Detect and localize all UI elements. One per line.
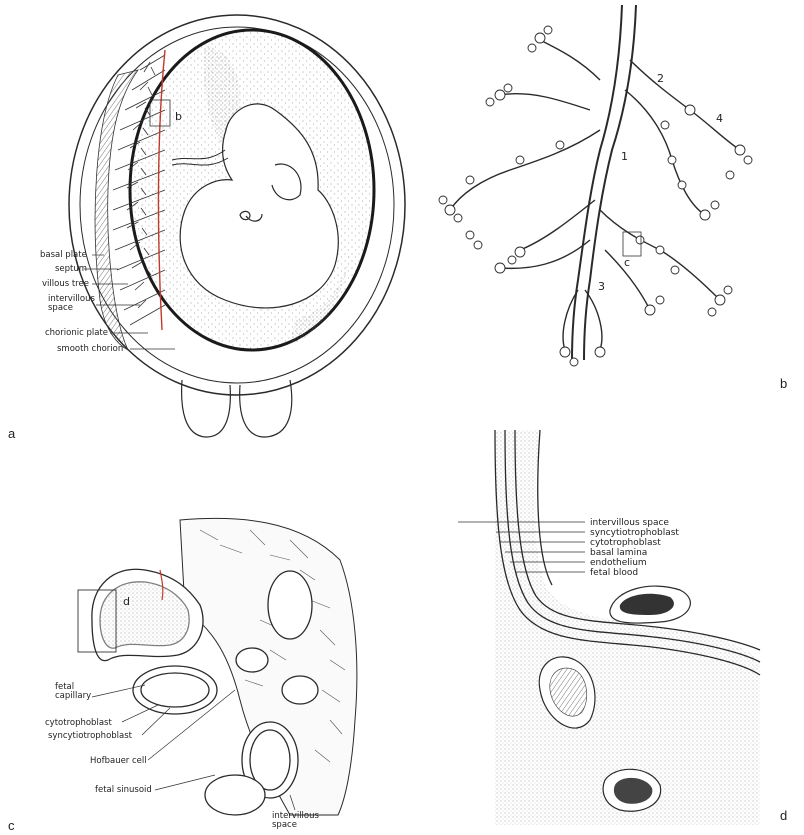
panel-b-number-2: 2 bbox=[657, 72, 664, 85]
label-endothelium: endothelium bbox=[590, 558, 647, 568]
panel-b-number-1: 1 bbox=[621, 150, 628, 163]
label-intervillous-space-d: intervillous space bbox=[590, 518, 669, 528]
panel-b-number-4: 4 bbox=[716, 112, 723, 125]
label-septum: septum bbox=[55, 264, 87, 274]
label-hofbauer-cell: Hofbauer cell bbox=[90, 756, 147, 766]
label-syncytiotrophoblast-d: syncytiotrophoblast bbox=[590, 528, 679, 538]
terminal-villi bbox=[439, 26, 752, 366]
label-fetal-blood: fetal blood bbox=[590, 568, 638, 578]
label-smooth-chorion: smooth chorion bbox=[57, 344, 123, 354]
panel-c-marker-d: d bbox=[123, 595, 130, 608]
label-basal-lamina: basal lamina bbox=[590, 548, 647, 558]
panel-a-uterus-diagram: b basal plate septum villous tree interv… bbox=[8, 15, 405, 441]
label-cytotrophoblast-d: cytotrophoblast bbox=[590, 538, 661, 548]
panel-b-marker-c: c bbox=[624, 256, 630, 269]
label-villous-tree: villous tree bbox=[42, 279, 89, 289]
villous-branches bbox=[450, 5, 740, 360]
label-cytotrophoblast: cytotrophoblast bbox=[45, 718, 112, 728]
panel-a-letter: a bbox=[8, 426, 16, 441]
panel-d-labels: intervillous space syncytiotrophoblast c… bbox=[590, 518, 679, 578]
panel-b-villous-tree: 1 2 3 4 c b bbox=[439, 5, 787, 391]
panel-b-number-3: 3 bbox=[598, 280, 605, 293]
panel-c-letter: c bbox=[8, 818, 15, 833]
label-syncytiotrophoblast: syncytiotrophoblast bbox=[48, 731, 133, 741]
panel-d-letter: d bbox=[780, 808, 787, 823]
panel-a-marker-b: b bbox=[175, 110, 182, 123]
panel-d-villous-membrane: intervillous space syncytiotrophoblast c… bbox=[458, 430, 787, 825]
panel-b-letter: b bbox=[780, 376, 787, 391]
label-fetal-sinusoid: fetal sinusoid bbox=[95, 785, 152, 795]
label-chorionic-plate: chorionic plate bbox=[45, 328, 108, 338]
label-basal-plate: basal plate bbox=[40, 250, 87, 260]
